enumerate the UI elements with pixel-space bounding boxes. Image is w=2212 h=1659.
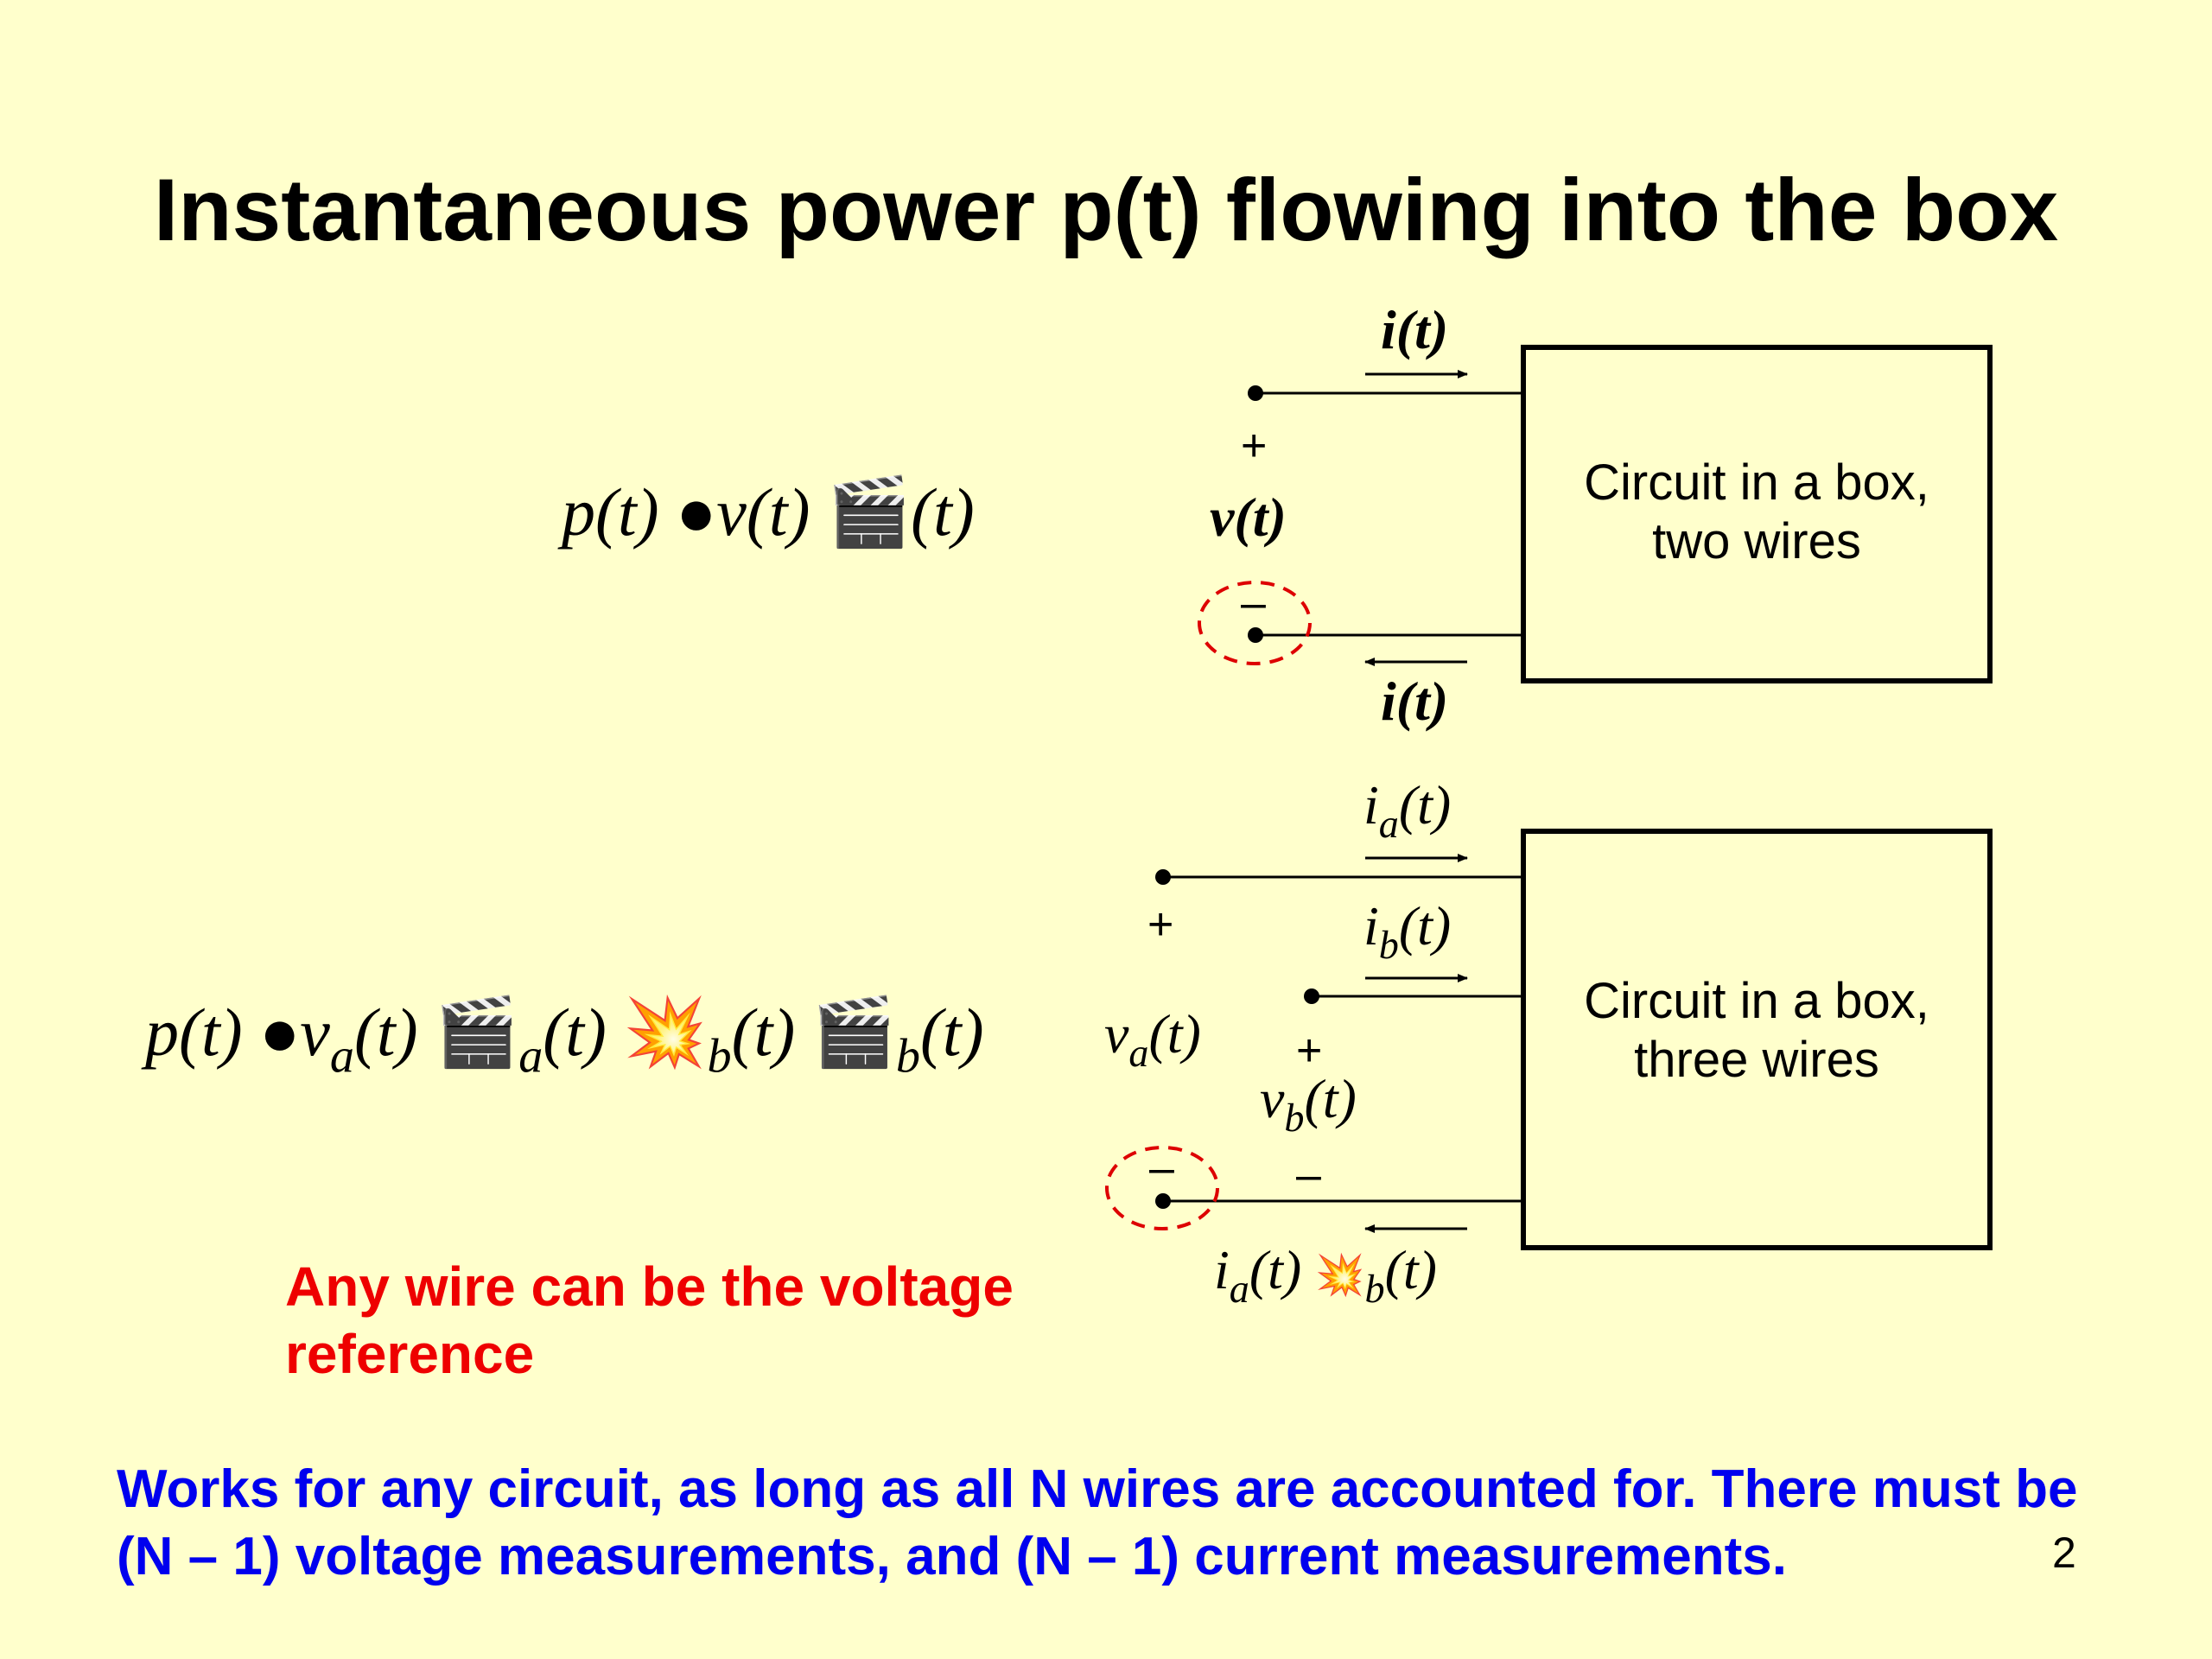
- d1-plus-sign: +: [1241, 421, 1268, 471]
- eq2-glyph3-icon: 🎬: [811, 995, 896, 1070]
- eq1-voltage: v(t): [716, 474, 810, 550]
- eq2-ia-t: (t): [543, 995, 607, 1070]
- eq2-operator: ●: [259, 995, 301, 1070]
- eq2-va-sub: a: [329, 1029, 354, 1084]
- d2-ib-label: ib(t): [1363, 895, 1452, 968]
- d2-terminal-b: [1304, 988, 1319, 1004]
- reference-note: Any wire can be the voltage reference: [285, 1255, 1014, 1385]
- d2-box-label-line2: three wires: [1634, 1032, 1879, 1088]
- d1-box-label-line2: two wires: [1652, 513, 1861, 569]
- d1-reference-highlight: [1198, 581, 1312, 665]
- d2-terminal-a: [1155, 869, 1171, 885]
- eq2-ib-t: (t): [919, 995, 984, 1070]
- eq2-ia-sub: a: [518, 1029, 543, 1084]
- d2-plus-b: +: [1296, 1026, 1323, 1076]
- d2-vb-label: vb(t): [1260, 1068, 1357, 1141]
- d2-terminal-ref: [1155, 1193, 1171, 1209]
- d1-current-bottom-label: i(t): [1381, 671, 1449, 732]
- d1-box-label-line1: Circuit in a box,: [1584, 454, 1929, 511]
- eq1-glyph-icon: 🎬: [827, 474, 912, 550]
- d2-minus-ref: –: [1149, 1143, 1174, 1193]
- eq2-va-t: (t): [353, 995, 418, 1070]
- eq1-current: (t): [911, 474, 975, 550]
- eq2-glyph-icon: 🎬: [435, 995, 519, 1070]
- power-equation-three-wire: p(t) ●va(t) 🎬a(t) 💥b(t) 🎬b(t): [145, 994, 984, 1084]
- eq1-operator: ●: [676, 474, 717, 550]
- d2-glyph-icon: 💥: [1315, 1253, 1365, 1297]
- eq2-ib-sub: b: [895, 1029, 920, 1084]
- three-wire-box: [1521, 829, 1993, 1250]
- d1-current-top-label: i(t): [1381, 299, 1449, 360]
- d2-box-label-line1: Circuit in a box,: [1584, 973, 1929, 1029]
- summary-note: Works for any circuit, as long as all N …: [117, 1459, 2078, 1586]
- slide-title: Instantaneous power p(t) flowing into th…: [153, 161, 2059, 259]
- eq1-lhs: p(t): [562, 474, 659, 550]
- eq2-vb-sub: b: [707, 1029, 732, 1084]
- d2-ia-label: ia(t): [1363, 774, 1452, 847]
- eq2-vb-t: (t): [731, 995, 796, 1070]
- d1-voltage-label: v(t): [1210, 486, 1287, 548]
- power-equation-two-wire: p(t) ●v(t) 🎬(t): [562, 474, 975, 552]
- eq2-glyph2-icon: 💥: [623, 995, 708, 1070]
- d1-top-terminal: [1248, 385, 1263, 401]
- two-wire-box: [1521, 345, 1993, 683]
- d2-box-label: Circuit in a box, three wires: [1523, 972, 1990, 1090]
- d2-return-current-label: ia(t) 💥b(t): [1214, 1239, 1437, 1312]
- d1-bottom-terminal: [1248, 627, 1263, 643]
- d2-va-label: va(t): [1104, 1003, 1201, 1076]
- d1-minus-sign: –: [1241, 578, 1266, 628]
- eq2-va: v: [300, 995, 330, 1070]
- page-number: 2: [2052, 1529, 2076, 1577]
- d1-box-label: Circuit in a box, two wires: [1523, 454, 1990, 571]
- d2-reference-highlight: [1105, 1146, 1219, 1230]
- d2-minus-b: –: [1296, 1150, 1321, 1200]
- eq2-lhs: p(t): [145, 995, 243, 1070]
- d2-plus-a: +: [1147, 899, 1174, 950]
